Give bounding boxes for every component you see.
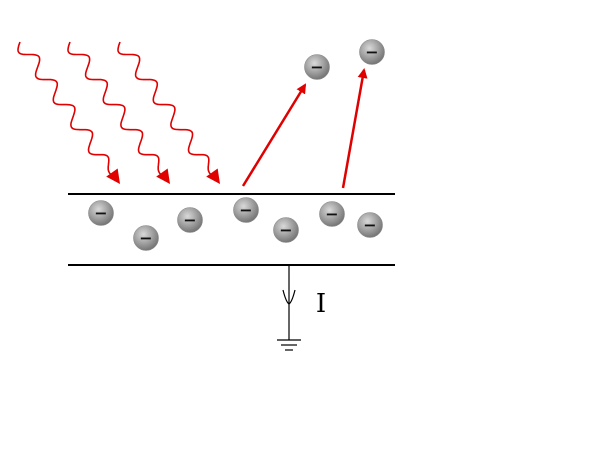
electron-circle (273, 217, 299, 243)
electron-circle (233, 197, 259, 223)
electron-circle (357, 212, 383, 238)
emission-arrow-1 (241, 83, 307, 187)
photon-wave-2 (67, 41, 168, 181)
photon-wave-3 (117, 41, 218, 181)
electron-circle (177, 207, 203, 233)
electron-in-plate: − (133, 225, 159, 251)
electron-in-plate: − (319, 201, 345, 227)
electron-in-plate: − (177, 207, 203, 233)
current-label: I (316, 289, 326, 319)
electron-circle (304, 54, 330, 80)
emitted-electron: − (359, 39, 385, 65)
electron-sign: − (279, 221, 292, 240)
electron-in-plate: − (88, 200, 114, 226)
electron-sign: − (310, 58, 323, 77)
electron-in-plate: − (233, 197, 259, 223)
ground-connection: I (277, 265, 326, 351)
electron-circle (359, 39, 385, 65)
photon-wave-1 (17, 41, 118, 181)
ground-symbol (277, 339, 301, 351)
emission-arrow-2 (341, 68, 368, 189)
emitted-electron-paths (241, 68, 368, 189)
electron-circle (88, 200, 114, 226)
electron-sign: − (239, 201, 252, 220)
electron-circle (319, 201, 345, 227)
electron-sign: − (363, 216, 376, 235)
electron-sign: − (183, 211, 196, 230)
electrons: − − − − − − − − − (88, 39, 385, 251)
incident-photons (17, 41, 220, 184)
electron-sign: − (94, 204, 107, 223)
electron-sign: − (325, 205, 338, 224)
electron-sign: − (139, 229, 152, 248)
photon-arrowhead-2 (156, 168, 170, 184)
electron-sign: − (365, 43, 378, 62)
photon-arrowhead-1 (106, 168, 120, 184)
photon-arrowhead-3 (206, 168, 220, 184)
electron-circle (133, 225, 159, 251)
emitted-electron: − (304, 54, 330, 80)
electron-in-plate: − (357, 212, 383, 238)
electron-in-plate: − (273, 217, 299, 243)
metal-plate (68, 193, 395, 266)
current-direction-arrow (282, 289, 296, 305)
